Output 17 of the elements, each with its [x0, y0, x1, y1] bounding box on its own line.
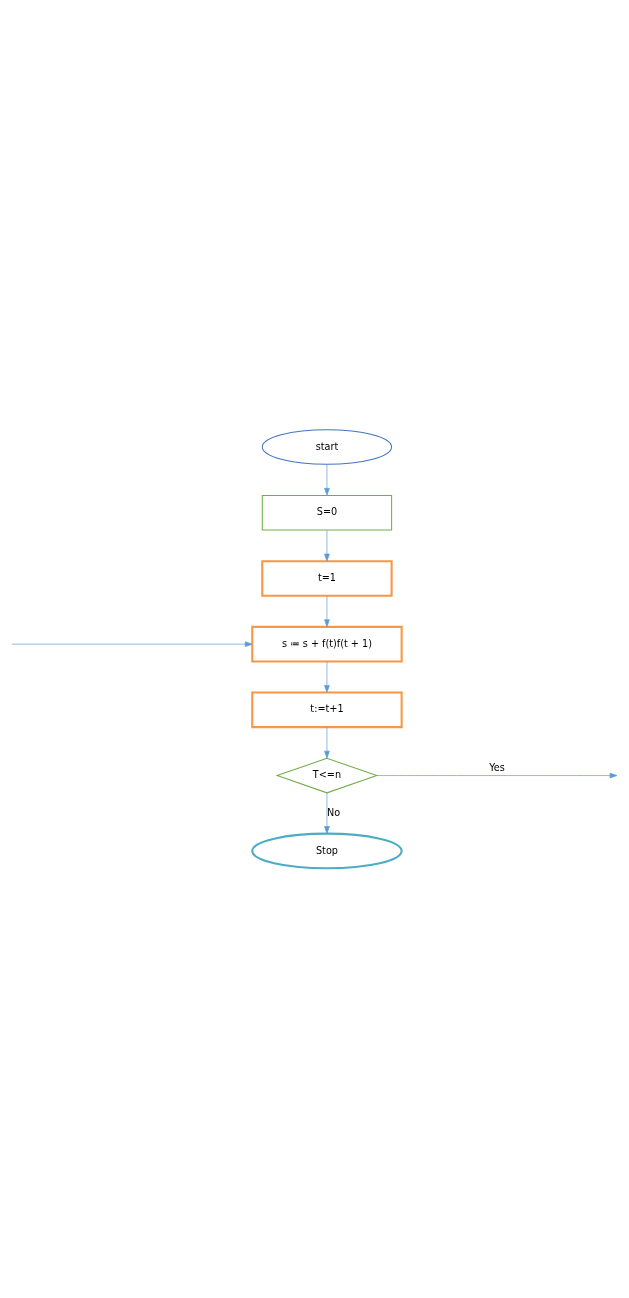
arrow — [11, 641, 253, 647]
node-box: t:=t+1 — [251, 691, 403, 729]
arrow — [324, 727, 330, 759]
arrow — [324, 792, 330, 834]
node-diamond: T<=n — [275, 757, 379, 794]
node-box: s ≔ s + f(t)f(t + 1) — [251, 625, 403, 663]
edge-label: Yes — [489, 761, 505, 773]
node-ellipse: Stop — [251, 832, 403, 870]
arrow — [376, 772, 618, 779]
arrow — [324, 661, 330, 693]
node-box: S=0 — [261, 494, 393, 531]
node-ellipse: start — [261, 429, 393, 465]
arrow — [324, 464, 330, 496]
arrow — [324, 530, 330, 562]
edge-label: No — [326, 806, 341, 818]
arrow — [324, 595, 330, 628]
node-box: t=1 — [261, 560, 393, 597]
